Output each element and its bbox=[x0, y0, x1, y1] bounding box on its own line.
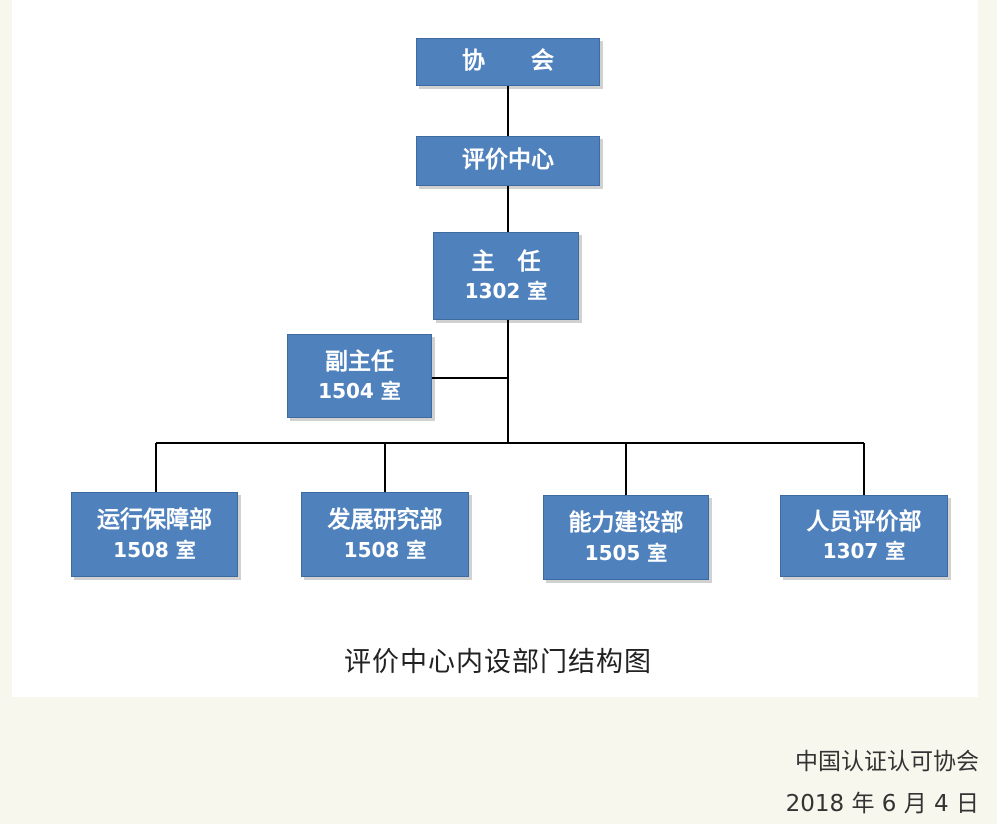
center-label: 评价中心 bbox=[462, 147, 554, 174]
footer-organization: 中国认证认可协会 bbox=[795, 749, 979, 775]
department-room: 1505 室 bbox=[584, 540, 668, 565]
department-name: 人员评价部 bbox=[806, 508, 922, 535]
diagram-panel: 协 会 评价中心 主 任 1302 室 副主任 1504 室 运行保障部 150… bbox=[12, 0, 978, 697]
diagram-caption: 评价中心内设部门结构图 bbox=[344, 647, 652, 678]
department-node: 人员评价部 1307 室 bbox=[780, 495, 948, 577]
director-node: 主 任 1302 室 bbox=[433, 232, 579, 320]
footer-date: 2018 年 6 月 4 日 bbox=[785, 791, 979, 817]
department-name: 能力建设部 bbox=[568, 510, 684, 537]
department-node: 运行保障部 1508 室 bbox=[71, 492, 238, 577]
director-room: 1302 室 bbox=[464, 279, 548, 304]
department-room: 1508 室 bbox=[343, 537, 427, 562]
root-label: 协 会 bbox=[462, 48, 554, 75]
deputy-node: 副主任 1504 室 bbox=[287, 334, 432, 418]
deputy-room: 1504 室 bbox=[318, 379, 401, 404]
deputy-title: 副主任 bbox=[325, 348, 394, 375]
center-node: 评价中心 bbox=[416, 136, 600, 186]
department-room: 1508 室 bbox=[113, 537, 196, 562]
connector-lines bbox=[155, 86, 865, 495]
department-node: 发展研究部 1508 室 bbox=[301, 492, 469, 577]
department-name: 发展研究部 bbox=[327, 507, 443, 534]
director-title: 主 任 bbox=[471, 248, 541, 275]
department-room: 1307 室 bbox=[822, 539, 906, 564]
department-node: 能力建设部 1505 室 bbox=[543, 495, 709, 580]
department-name: 运行保障部 bbox=[97, 507, 212, 534]
root-node: 协 会 bbox=[416, 38, 600, 86]
